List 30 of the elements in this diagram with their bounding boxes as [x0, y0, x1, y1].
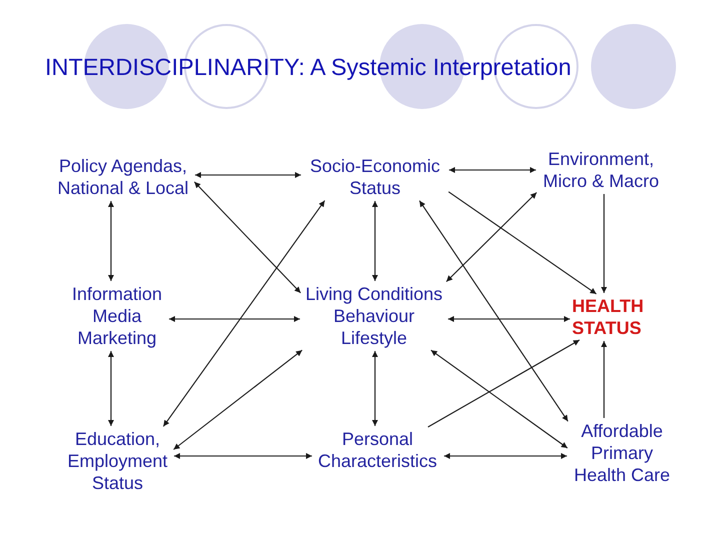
double-headed-arrow: [108, 351, 114, 426]
arrow: [428, 340, 580, 428]
factor-label: Personal Characteristics: [314, 428, 442, 472]
double-headed-arrow: [195, 172, 301, 178]
double-headed-arrow: [169, 316, 300, 322]
factor-label: Affordable Primary Health Care: [569, 420, 675, 486]
double-headed-arrow: [448, 316, 570, 322]
outcome-label: HEALTH STATUS: [572, 295, 656, 339]
factor-label: Information Media Marketing: [67, 283, 167, 349]
double-headed-arrow: [419, 200, 568, 422]
arrow: [448, 191, 597, 294]
arrow: [601, 194, 607, 293]
double-headed-arrow: [194, 182, 301, 294]
arrow: [601, 341, 607, 418]
double-headed-arrow: [372, 351, 378, 426]
double-headed-arrow: [162, 200, 326, 427]
double-headed-arrow: [444, 453, 567, 459]
factor-label: Living Conditions Behaviour Lifestyle: [302, 283, 446, 349]
double-headed-arrow: [430, 350, 568, 448]
double-headed-arrow: [108, 201, 114, 281]
double-headed-arrow: [372, 201, 378, 281]
title: INTERDISCIPLINARITY: A Systemic Interpretation: [45, 53, 572, 81]
double-headed-arrow: [173, 350, 302, 450]
factor-label: Socio-Economic Status: [303, 155, 447, 199]
double-headed-arrow: [174, 453, 312, 459]
double-headed-arrow: [449, 167, 536, 173]
factor-label: Policy Agendas, National & Local: [53, 155, 193, 199]
factor-label: Environment, Micro & Macro: [538, 148, 664, 192]
double-headed-arrow: [446, 192, 537, 282]
factor-label: Education, Employment Status: [64, 428, 172, 494]
